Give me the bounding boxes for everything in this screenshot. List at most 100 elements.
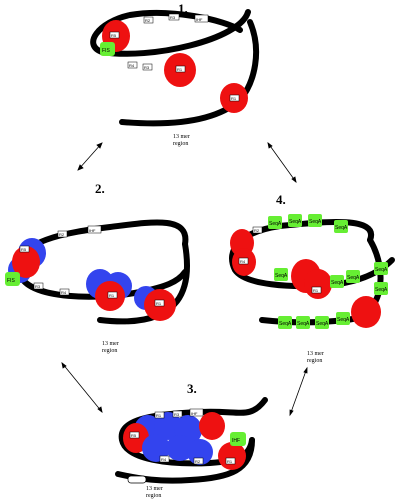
seqa-protein: SeqA bbox=[308, 214, 322, 227]
svg-text:R3: R3 bbox=[174, 412, 180, 417]
svg-text:R4: R4 bbox=[129, 63, 135, 68]
seqa-protein: SeqA bbox=[330, 275, 344, 288]
panel-1-number: 1. bbox=[178, 1, 188, 16]
fis-protein: FIS bbox=[5, 272, 20, 286]
fis-protein: FIS bbox=[100, 42, 115, 56]
svg-text:R2: R2 bbox=[195, 459, 201, 464]
dnaa-red bbox=[218, 442, 246, 470]
svg-text:R5: R5 bbox=[21, 247, 27, 252]
site-ihf: IHF bbox=[87, 225, 102, 234]
dnaa-blue bbox=[142, 434, 170, 462]
svg-text:SeqA: SeqA bbox=[269, 221, 282, 227]
site-r3: R3 bbox=[33, 282, 44, 290]
svg-text:SeqA: SeqA bbox=[289, 219, 302, 225]
svg-text:R1: R1 bbox=[177, 67, 183, 72]
site-r1: R1 bbox=[154, 411, 165, 419]
svg-text:FIS: FIS bbox=[7, 278, 15, 284]
site-ihf: IHF bbox=[194, 14, 209, 23]
svg-text:R5: R5 bbox=[111, 33, 117, 38]
svg-text:R1: R1 bbox=[156, 301, 162, 306]
region-label: 13 mer bbox=[102, 341, 119, 347]
seqa-protein: SeqA bbox=[334, 220, 348, 233]
dnaa-blue bbox=[166, 435, 194, 461]
region-label: 13 mer bbox=[146, 486, 163, 492]
panel-4-number: 4. bbox=[276, 192, 286, 207]
seqa-protein: SeqA bbox=[336, 312, 350, 325]
svg-text:R1: R1 bbox=[156, 413, 162, 418]
site-r2: R2 bbox=[57, 230, 68, 238]
dnaa-red bbox=[12, 246, 40, 278]
svg-text:IHF: IHF bbox=[196, 17, 203, 22]
seqa-protein: SeqA bbox=[268, 216, 282, 229]
panel-3-number: 3. bbox=[187, 381, 197, 396]
unwound-13mer-bubble bbox=[127, 475, 147, 484]
panel-1: 1. R5 R2 R3 IHF R4 R3 R1 R1 FIS 13 mer r… bbox=[90, 1, 259, 147]
svg-text:R1: R1 bbox=[313, 288, 319, 293]
region-label: region bbox=[146, 493, 161, 499]
site-r5: R5 bbox=[19, 245, 30, 253]
site-r1: R1 bbox=[175, 65, 186, 73]
site-r3b: R3 bbox=[142, 63, 153, 71]
site-r5: R5 bbox=[109, 31, 120, 39]
svg-text:SeqA: SeqA bbox=[337, 317, 350, 323]
svg-text:R2: R2 bbox=[254, 228, 260, 233]
svg-text:R4: R4 bbox=[61, 290, 67, 295]
seqa-protein: SeqA bbox=[296, 316, 310, 329]
svg-text:R3: R3 bbox=[170, 15, 176, 20]
seqa-protein: SeqA bbox=[374, 262, 388, 275]
site-r4: R4 bbox=[159, 455, 170, 463]
svg-text:R4: R4 bbox=[161, 457, 167, 462]
svg-text:FIS: FIS bbox=[102, 48, 110, 54]
panel-1-dna-loop bbox=[90, 9, 251, 57]
seqa-protein: SeqA bbox=[346, 270, 360, 283]
site-r1b: R1 bbox=[225, 457, 236, 465]
region-label: 13 mer bbox=[307, 351, 324, 357]
dnaa-red bbox=[199, 412, 225, 440]
site-r2: R2 bbox=[193, 457, 204, 465]
panel-2-number: 2. bbox=[95, 181, 105, 196]
site-r4: R4 bbox=[238, 257, 249, 265]
region-label: region bbox=[173, 141, 188, 147]
svg-text:SeqA: SeqA bbox=[335, 225, 348, 231]
svg-text:R1: R1 bbox=[231, 96, 237, 101]
panel-2: 2. R2 IHF R5 R4 R3 R1 R1 FIS 13 mer regi… bbox=[5, 181, 190, 354]
site-r5: R5 bbox=[129, 431, 140, 439]
svg-text:SeqA: SeqA bbox=[297, 321, 310, 327]
panel-3: 3. R1 R3 IHF R5 R4 R2 R1 IHF 13 mer regi… bbox=[115, 381, 268, 499]
transition-arrows bbox=[61, 142, 308, 417]
site-r3: R3 bbox=[168, 13, 180, 21]
dnaa-red bbox=[351, 296, 381, 328]
site-r3: R3 bbox=[172, 410, 183, 418]
seqa-protein: SeqA bbox=[315, 316, 329, 329]
svg-text:SeqA: SeqA bbox=[347, 275, 360, 281]
svg-text:R3: R3 bbox=[35, 284, 41, 289]
svg-text:SeqA: SeqA bbox=[375, 287, 388, 293]
site-r1b: R1 bbox=[154, 299, 165, 307]
svg-text:R3: R3 bbox=[144, 65, 150, 70]
site-r4: R4 bbox=[127, 61, 138, 69]
svg-text:IHF: IHF bbox=[232, 438, 240, 444]
svg-text:R1: R1 bbox=[227, 459, 233, 464]
site-r2: R2 bbox=[252, 226, 263, 234]
panel-2-dna-tail bbox=[97, 241, 190, 325]
site-r1: R1 bbox=[311, 286, 322, 294]
svg-text:R4: R4 bbox=[240, 259, 246, 264]
svg-text:SeqA: SeqA bbox=[309, 219, 322, 225]
seqa-protein: SeqA bbox=[374, 282, 388, 295]
seqa-protein: SeqA bbox=[278, 316, 292, 329]
site-r1: R1 bbox=[107, 291, 118, 299]
site-r2: R2 bbox=[143, 16, 154, 24]
svg-text:R1: R1 bbox=[109, 293, 115, 298]
seqa-protein: SeqA bbox=[274, 268, 288, 281]
svg-text:R2: R2 bbox=[145, 18, 151, 23]
panel-4: 4. R2 R1 R4 SeqA SeqA SeqA SeqA SeqA Seq… bbox=[229, 192, 395, 364]
site-r1b: R1 bbox=[229, 94, 240, 102]
svg-text:SeqA: SeqA bbox=[279, 321, 292, 327]
svg-text:SeqA: SeqA bbox=[275, 273, 288, 279]
svg-text:IHF: IHF bbox=[89, 228, 96, 233]
site-r4: R4 bbox=[59, 288, 70, 296]
dnaa-blue bbox=[187, 439, 213, 465]
svg-text:SeqA: SeqA bbox=[375, 267, 388, 273]
region-label: 13 mer bbox=[173, 134, 190, 140]
